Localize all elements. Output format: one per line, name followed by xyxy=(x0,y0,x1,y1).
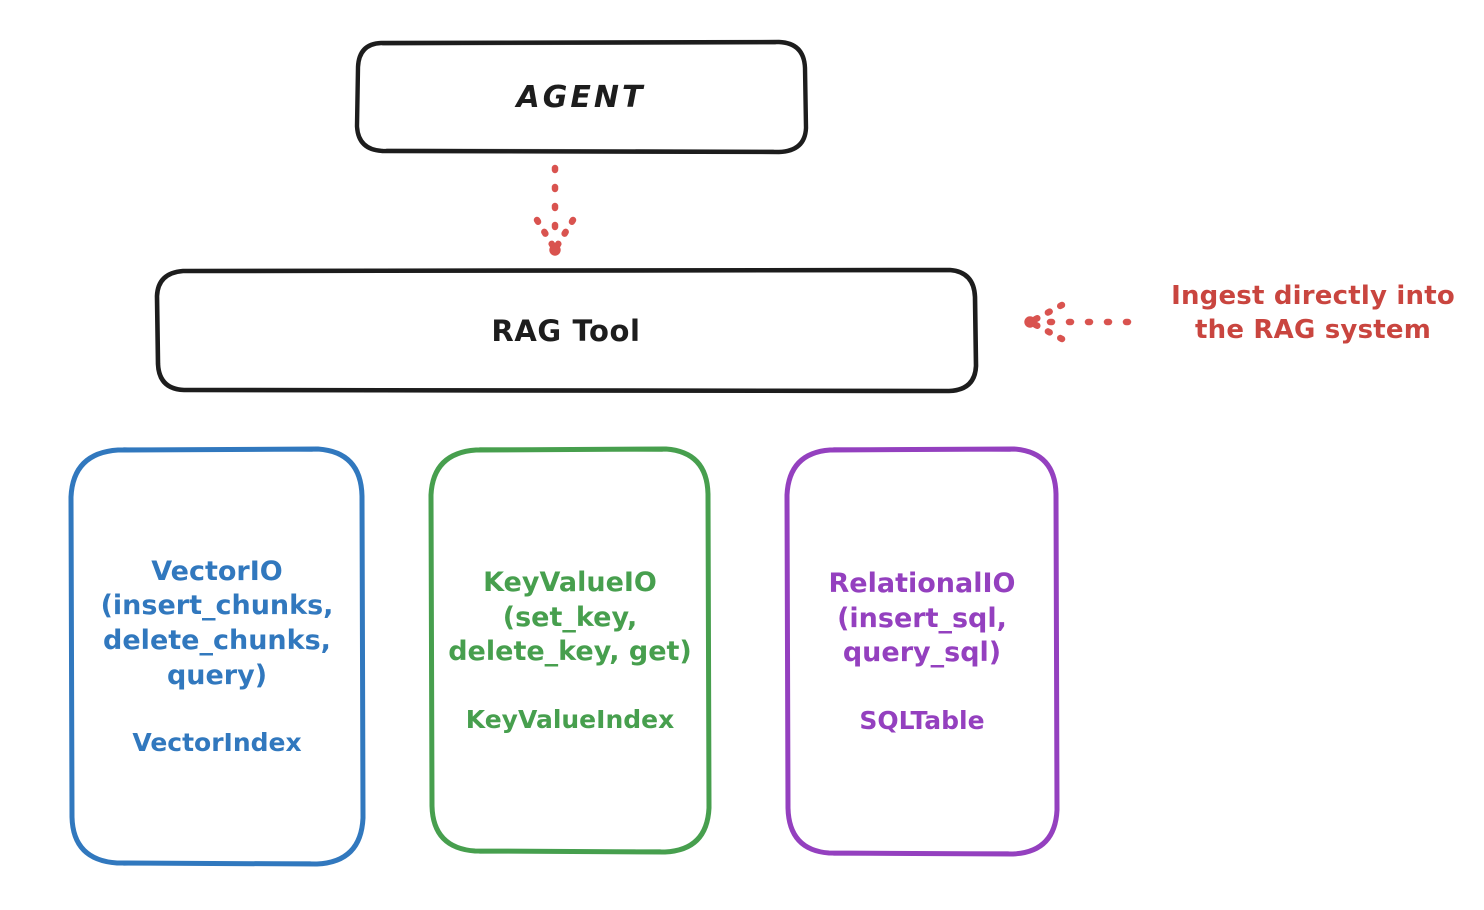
node-vector-io[interactable]: VectorIO (insert_chunks, delete_chunks, … xyxy=(68,446,366,868)
relational-card-index: SQLTable xyxy=(859,705,985,735)
dotted-left-arrow-icon xyxy=(1024,301,1132,343)
rag-tool-label: RAG Tool xyxy=(491,314,641,348)
keyvalue-card-index: KeyValueIndex xyxy=(465,704,675,734)
vector-card-title: VectorIO (insert_chunks, delete_chunks, … xyxy=(100,555,334,691)
node-relational-io[interactable]: RelationalIO (insert_sql, query_sql) SQL… xyxy=(784,446,1060,858)
node-rag-tool[interactable]: RAG Tool xyxy=(154,267,979,394)
keyvalue-card-title: KeyValueIO (set_key, delete_key, get) xyxy=(448,567,692,668)
agent-label: AGENT xyxy=(516,79,646,115)
vector-card-index: VectorIndex xyxy=(132,728,302,758)
node-agent[interactable]: AGENT xyxy=(354,39,809,155)
dotted-down-arrow-icon xyxy=(533,164,577,256)
node-keyvalue-io[interactable]: KeyValueIO (set_key, delete_key, get) Ke… xyxy=(428,446,712,856)
annotation-label: Ingest directly into the RAG system xyxy=(1171,281,1455,346)
relational-card-title: RelationalIO (insert_sql, query_sql) xyxy=(828,568,1016,669)
